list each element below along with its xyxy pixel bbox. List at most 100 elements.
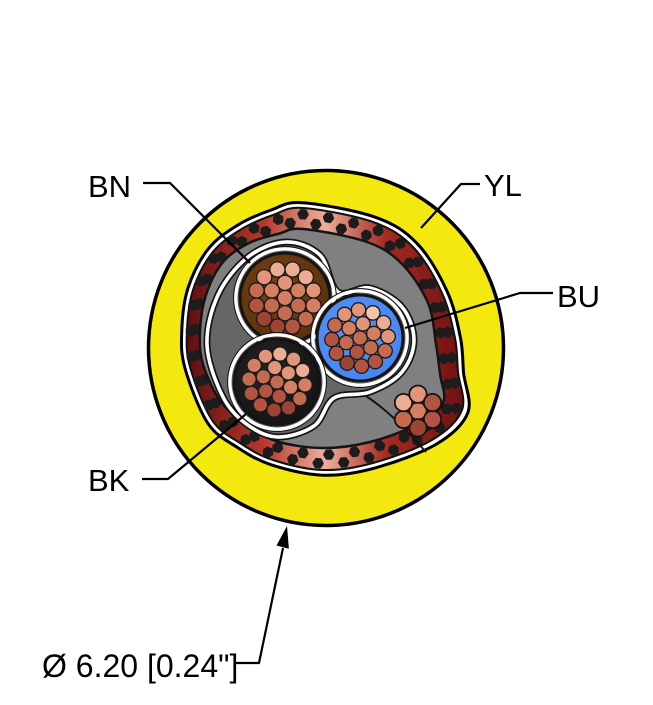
drain-wire-bundle <box>393 384 443 438</box>
copper-strand <box>367 353 384 370</box>
drain-strand <box>408 418 428 438</box>
leader-line-bu <box>404 291 553 330</box>
braid-wire-dot <box>297 208 309 220</box>
braid-wire-dot <box>287 453 299 465</box>
copper-strand <box>284 261 301 278</box>
copper-strand <box>276 274 294 292</box>
leader-lines <box>142 181 553 665</box>
braid-wire-dot <box>440 403 453 415</box>
label-yl: YL <box>484 168 522 203</box>
braid-wire-dot <box>348 217 360 229</box>
braid-wire-dot <box>360 229 372 241</box>
copper-strand <box>353 358 370 374</box>
drain-strand <box>393 392 414 413</box>
braid-wire-dot <box>384 240 396 252</box>
copper-strand <box>324 331 340 348</box>
core-white-ring <box>228 333 326 431</box>
copper-strand <box>269 261 286 278</box>
copper-strand <box>246 357 263 374</box>
core-assembly <box>203 238 443 453</box>
braid-wire-dot <box>335 223 347 235</box>
copper-strand <box>280 365 297 381</box>
copper-strand <box>243 385 260 402</box>
copper-strand <box>297 310 315 328</box>
copper-strand <box>362 339 379 356</box>
drain-strand <box>393 409 414 429</box>
braid-wire-dot <box>425 278 438 289</box>
copper-strand <box>248 282 265 299</box>
copper-strand <box>294 362 311 379</box>
braid-wire-dot <box>348 446 361 458</box>
braid-wire-dot <box>260 225 272 238</box>
drain-strand <box>422 392 443 413</box>
braid-wire-dot <box>312 457 324 469</box>
copper-strand <box>327 317 343 334</box>
braid-wire-dot <box>284 217 296 229</box>
copper-strand <box>336 306 353 323</box>
braid-wire-dot <box>374 440 386 452</box>
braid-wire-dot <box>398 431 410 443</box>
braid-wire-dot <box>322 212 335 224</box>
braid-wire-dot <box>272 213 284 226</box>
drain-strand <box>408 384 428 404</box>
copper-strand <box>280 399 297 416</box>
copper-strand <box>257 348 274 365</box>
braid-wire-dot <box>412 256 424 268</box>
braid-wire-dot <box>394 237 406 250</box>
copper-strand <box>380 328 396 345</box>
leader-line-diameter <box>236 547 285 665</box>
black-conductor <box>227 332 327 432</box>
copper-strand <box>375 314 392 331</box>
braid-wire-dot <box>403 257 415 269</box>
copper-strand <box>241 371 257 387</box>
arrowhead-icon <box>276 526 289 549</box>
core-outer-hairline <box>310 288 410 388</box>
copper-strand <box>252 396 269 413</box>
copper-strand <box>284 318 301 335</box>
copper-strand <box>305 282 322 299</box>
braid-wire-dot <box>418 278 430 290</box>
copper-strand <box>349 344 365 361</box>
braid-wire-dot <box>434 327 446 339</box>
core-white-ring <box>311 289 409 387</box>
braid-wire-dot <box>388 444 400 456</box>
copper-strand <box>248 297 265 314</box>
braid-wire-dot <box>272 441 284 454</box>
label-bn: BN <box>88 169 131 204</box>
copper-strand <box>297 377 313 393</box>
blue-conductor <box>310 288 410 388</box>
label-bk: BK <box>88 463 130 498</box>
label-bu: BU <box>557 279 600 314</box>
copper-strand <box>355 315 371 332</box>
copper-strand <box>328 345 345 362</box>
braid-wire-dot <box>218 419 230 431</box>
copper-strand <box>291 390 308 407</box>
braid-wire-dot <box>438 352 450 365</box>
copper-strand <box>257 383 274 399</box>
copper-strand <box>271 388 288 405</box>
leader-line-bk <box>142 413 247 481</box>
braid-wire-dot <box>262 446 274 458</box>
braid-wire-dot <box>442 378 454 390</box>
copper-strand <box>297 268 315 286</box>
braid-wire-dot <box>363 451 375 464</box>
copper-strand <box>266 402 282 418</box>
braid-wire-dot <box>310 218 322 230</box>
braid-wire-dot <box>240 433 251 446</box>
copper-strand <box>255 268 273 286</box>
leader-line-bn <box>143 181 251 264</box>
copper-strand <box>255 310 273 328</box>
copper-strand <box>341 320 358 337</box>
copper-strand <box>266 359 283 376</box>
core-outer-hairline <box>227 332 327 432</box>
braid-wire-dot <box>429 301 441 314</box>
label-diameter: Ø 6.20 [0.24"] <box>42 648 238 684</box>
copper-strand <box>276 304 294 322</box>
copper-strand <box>364 305 381 321</box>
braid-wire-dot <box>338 457 350 468</box>
braid-wire-dot <box>323 449 335 460</box>
braid-wire-dot <box>209 397 222 409</box>
braid-wire-dot <box>450 402 462 414</box>
braid-wire-dot <box>372 224 384 237</box>
